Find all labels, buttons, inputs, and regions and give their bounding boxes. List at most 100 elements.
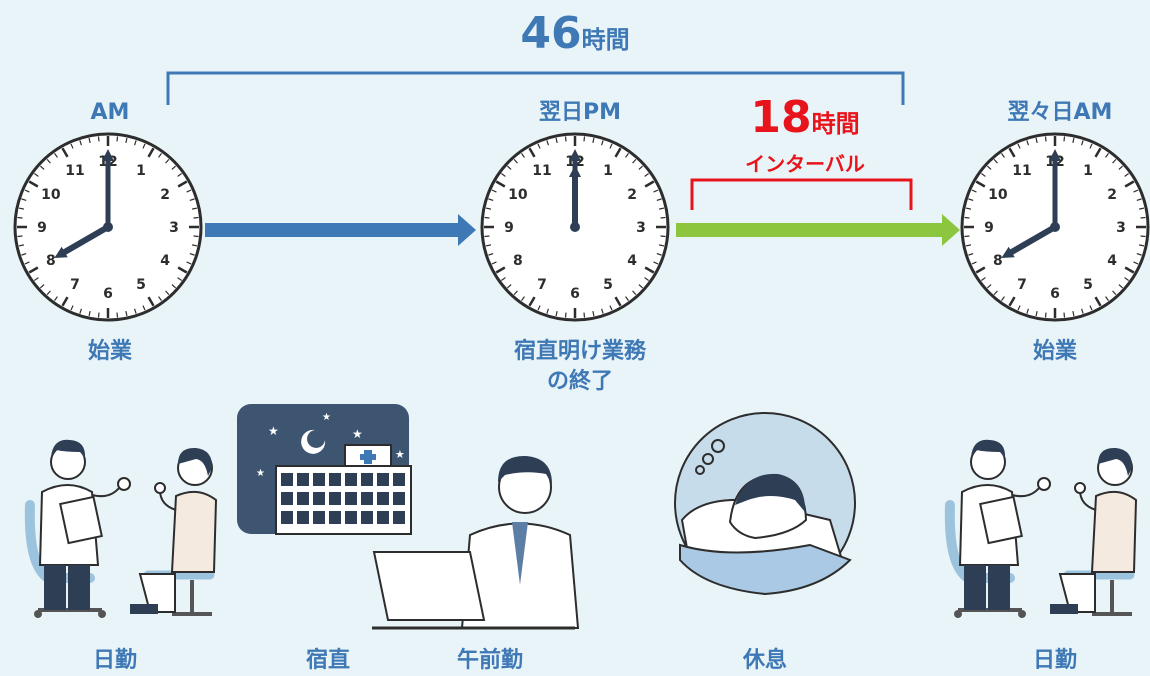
clock-tick: [88, 310, 91, 317]
hospital-window: [297, 492, 309, 505]
clock-tick: [555, 137, 558, 144]
clock-tick: [134, 140, 137, 146]
clock-tick: [165, 290, 170, 296]
clock-number: 7: [537, 277, 547, 293]
clock-number: 1: [1083, 163, 1093, 179]
clock-tick: [656, 253, 662, 256]
clock-tick: [528, 296, 536, 307]
clock-tick: [1017, 305, 1021, 311]
clock-tick: [1094, 296, 1102, 307]
clock-tick: [485, 207, 492, 210]
clock-tick: [79, 140, 82, 146]
clock-number: 2: [627, 187, 637, 203]
clock-tick: [506, 284, 512, 289]
clock-tick: [177, 180, 188, 188]
clock-tick: [537, 143, 541, 149]
hospital-window: [345, 511, 357, 524]
hospital-window: [281, 492, 293, 505]
clock-tick: [79, 308, 82, 314]
clock-3-bottom-label: 始業: [1032, 339, 1077, 364]
clock-tick: [1136, 198, 1142, 201]
rest-interval-arrow: [676, 214, 960, 246]
clock-tick: [986, 284, 992, 289]
hospital-window: [393, 511, 405, 524]
clock-tick: [1001, 296, 1005, 301]
clock-tick: [189, 253, 195, 256]
clock-tick: [638, 284, 644, 289]
clock-tick: [1008, 296, 1016, 307]
clock-tick: [1072, 137, 1075, 144]
activity-day-work-2: 日勤: [1032, 648, 1077, 673]
hour-hand-tip: [1001, 246, 1015, 258]
clock-tick: [177, 277, 182, 281]
hospital-window: [281, 473, 293, 486]
activity-rest: 休息: [742, 648, 787, 673]
clock-tick: [28, 180, 39, 188]
clock-tick: [653, 261, 659, 265]
clock-tick: [653, 189, 659, 193]
clock-tick: [1094, 147, 1102, 158]
clock-number: 9: [37, 220, 47, 236]
clock-tick: [193, 235, 199, 238]
clock-number: 1: [136, 163, 146, 179]
interval-duration-unit: 時間: [811, 110, 860, 138]
hospital-window: [281, 511, 293, 524]
clock-tick: [601, 308, 604, 314]
hospital-window: [393, 492, 405, 505]
clock-tick: [491, 189, 497, 193]
clock-number: 6: [103, 286, 113, 302]
clock-tick: [1105, 296, 1109, 301]
sleeping-illustration: [674, 412, 856, 596]
clock-tick: [1138, 244, 1145, 247]
clock-tick: [1124, 180, 1135, 188]
clock-number: 4: [627, 253, 637, 269]
hospital-window: [313, 492, 325, 505]
clock-am: 121234567891011: [13, 132, 203, 322]
clock-tick: [537, 305, 541, 311]
clock-tick: [1035, 137, 1038, 144]
clock-tick: [1035, 310, 1038, 317]
clock-tick: [501, 277, 506, 281]
clock-tick: [501, 173, 506, 177]
clock-2-top-label: 翌日PM: [538, 100, 622, 125]
clock-tick: [189, 198, 195, 201]
clock-tick: [632, 158, 637, 164]
clock-tick: [625, 153, 629, 158]
clock-tick: [614, 296, 622, 307]
activity-day-work-1: 日勤: [92, 648, 137, 673]
clock-1-top-label: AM: [90, 100, 130, 125]
clock-tick: [142, 143, 146, 149]
minute-hand-tip: [102, 149, 114, 161]
clock-tick: [116, 136, 119, 142]
clock-tick: [1140, 235, 1146, 238]
clock-tick: [964, 216, 970, 219]
hospital-window: [297, 473, 309, 486]
interval-duration-number: 18: [750, 92, 812, 143]
clock-tick: [592, 310, 595, 317]
clock-tick: [191, 244, 198, 247]
clock-2-bottom-label: 宿直明け業務: [513, 339, 646, 364]
clock-tick: [644, 277, 649, 281]
clock-center: [103, 222, 113, 232]
clock-tick: [484, 235, 490, 238]
clock-number: 5: [136, 277, 146, 293]
clock-tick: [632, 290, 637, 296]
clock-tick: [18, 244, 25, 247]
hour-hand-tip: [569, 165, 581, 177]
hospital-window: [361, 511, 373, 524]
activity-morning-work: 午前勤: [456, 648, 523, 673]
clock-tick: [546, 140, 549, 146]
clock-number: 4: [1107, 253, 1117, 269]
clock-tick: [1081, 308, 1084, 314]
clock-next-day-pm: 121234567891011: [480, 132, 670, 322]
total-duration-number: 46: [520, 8, 582, 59]
clock-tick: [1026, 308, 1029, 314]
clock-tick: [1112, 290, 1117, 296]
clock-tick: [177, 173, 182, 177]
clock-2-bottom-label-line2: の終了: [546, 369, 613, 394]
svg-text:★: ★: [256, 468, 265, 479]
clock-tick: [70, 143, 74, 149]
clock-tick: [601, 140, 604, 146]
svg-text:★: ★: [322, 412, 331, 423]
